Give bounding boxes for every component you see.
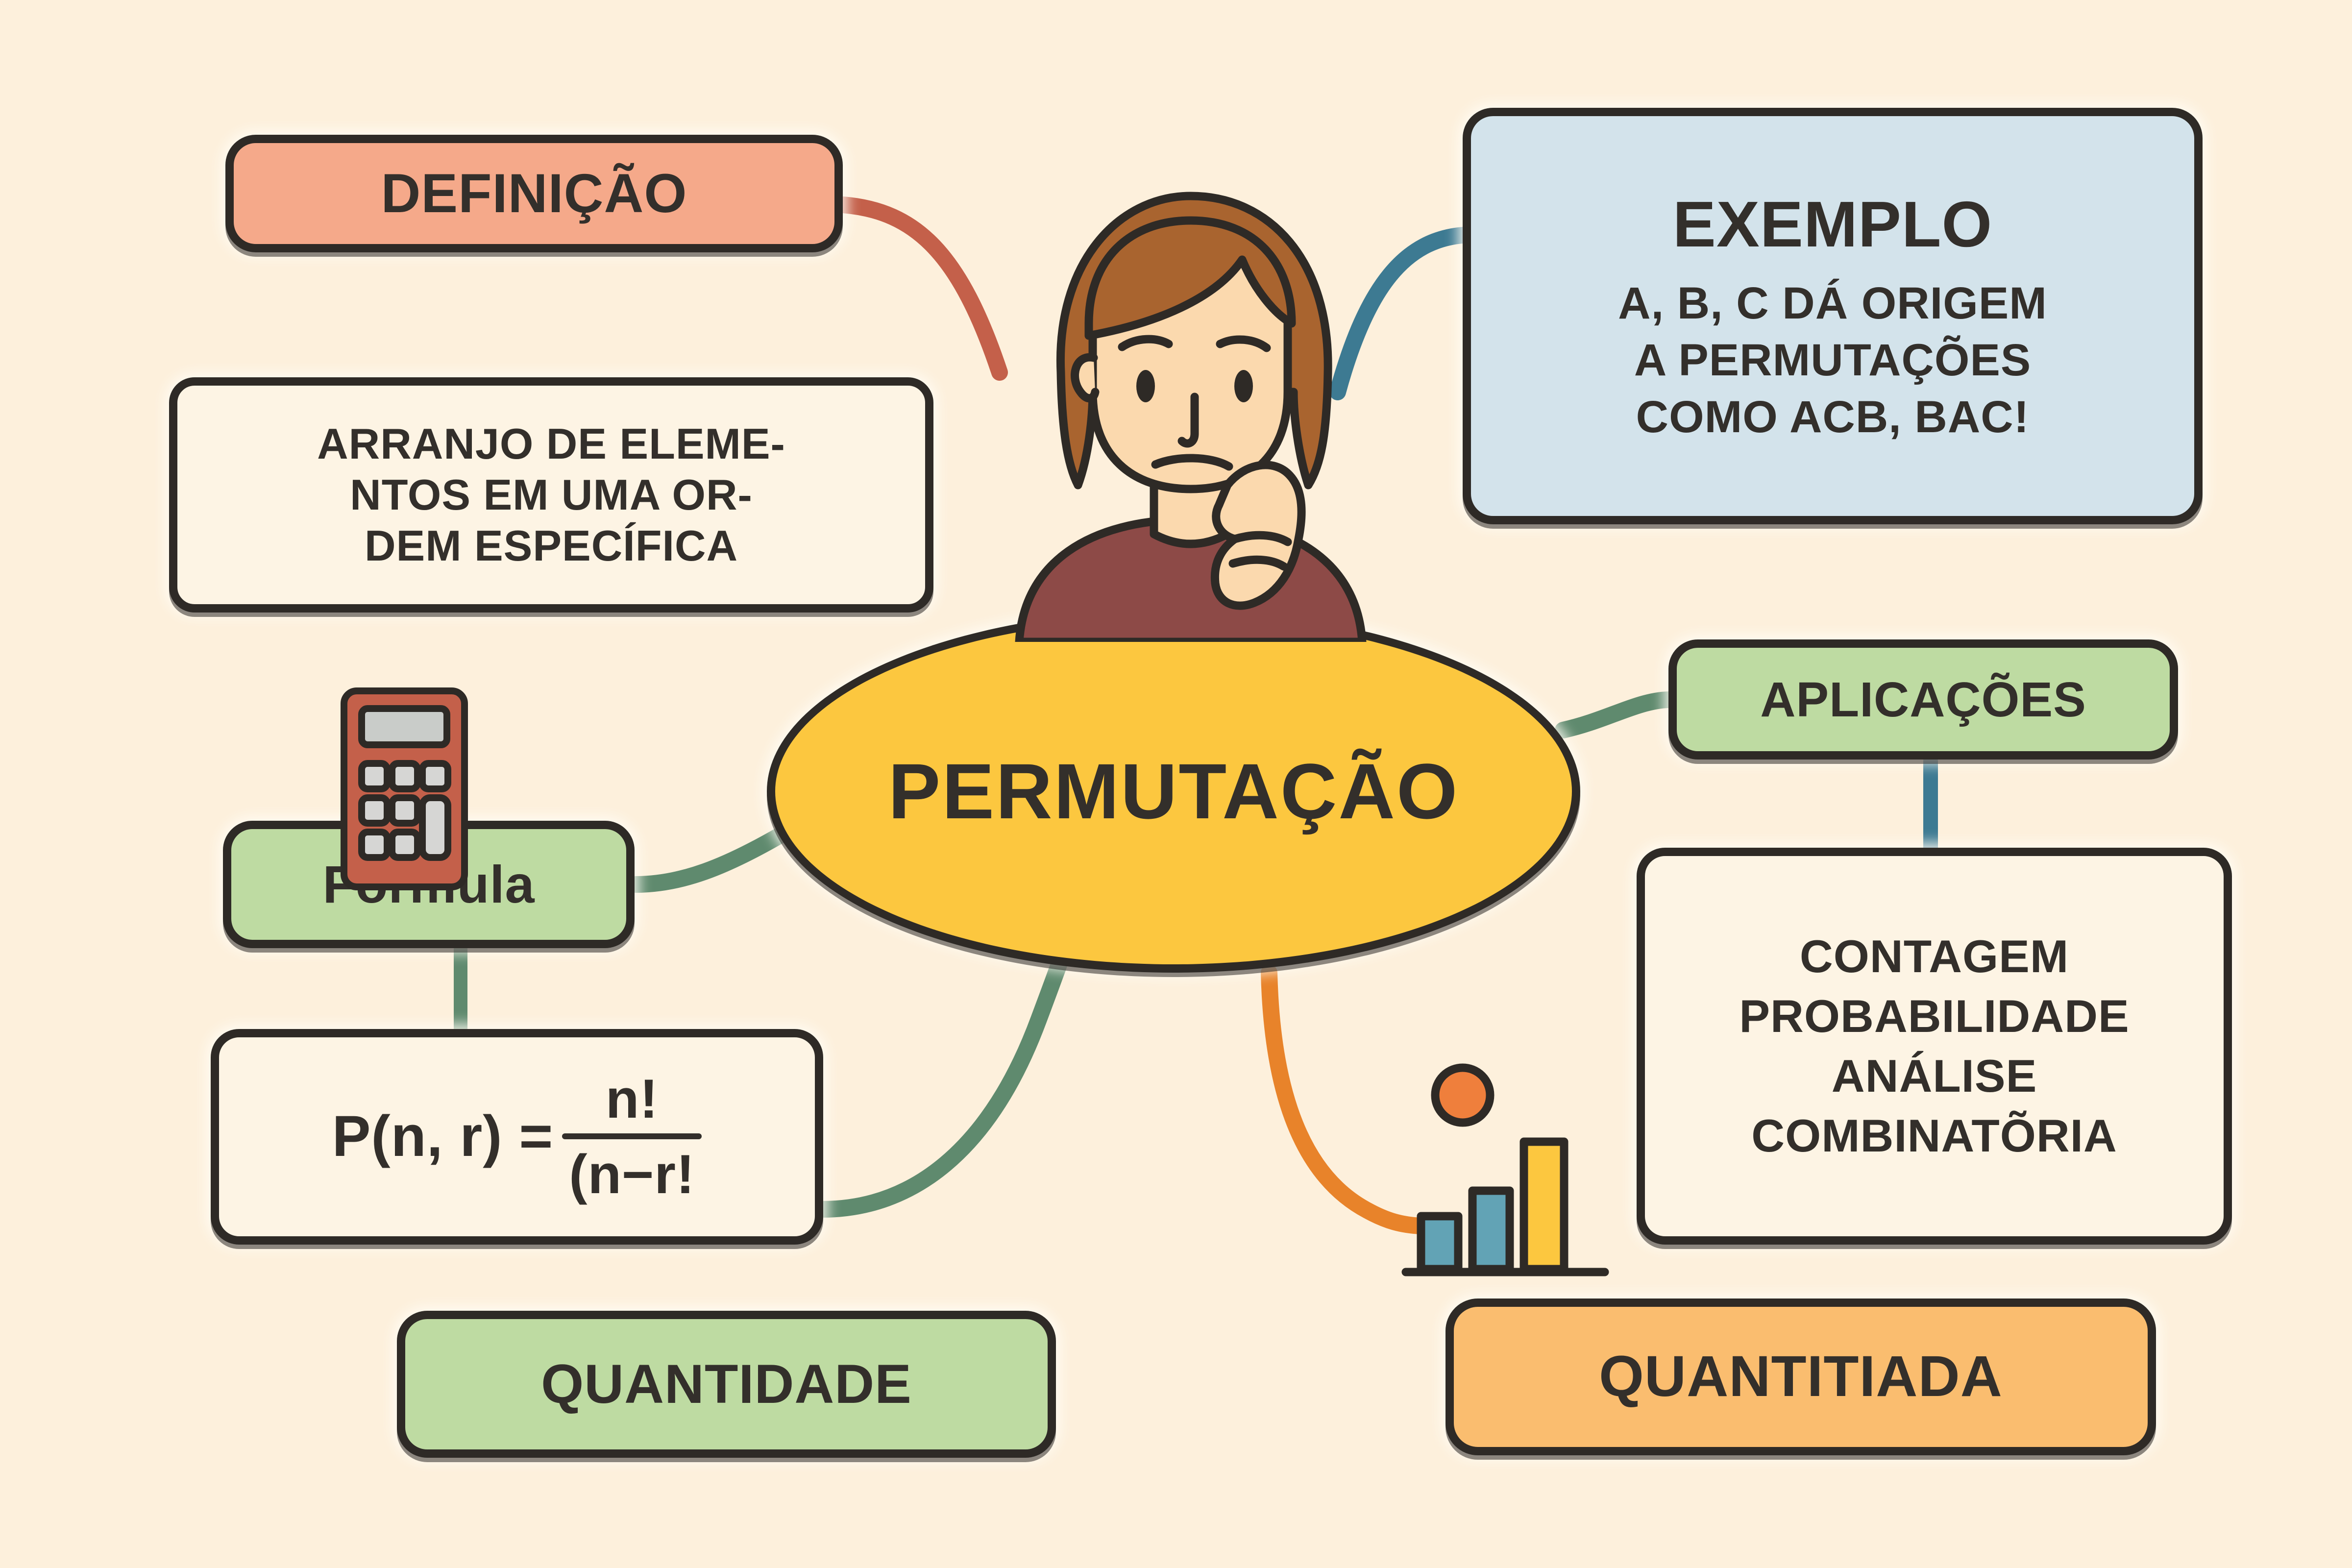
barchart-dot	[1431, 1063, 1494, 1127]
person-eyebrow-left	[1118, 335, 1173, 351]
calculator-key-7	[389, 829, 421, 861]
person-hair-front	[1084, 216, 1296, 340]
aplicacoes-item-3: ANÁLISE	[1831, 1050, 2037, 1102]
node-formula-expression[interactable]: P(n, r) = n! (n−r!	[211, 1029, 823, 1245]
central-label: PERMUTAÇÃO	[888, 747, 1459, 835]
aplicacoes-item-4: COMBINATÕRIA	[1751, 1110, 2117, 1162]
aplicacoes-item-2: PROBABILIDADE	[1739, 990, 2130, 1042]
person-finger-1	[1230, 531, 1292, 546]
node-aplicacoes-label: APLICAÇÕES	[1760, 672, 2086, 727]
connector-center-to-barchart	[1261, 964, 1429, 1234]
person-eye-left	[1136, 370, 1155, 402]
person-eye-right	[1234, 370, 1253, 402]
calculator-key-5	[389, 794, 421, 827]
definicao-line-2: NTOS EM UMA OR-	[350, 470, 753, 519]
person-finger-2	[1228, 555, 1288, 571]
node-quantitiada-label: QUANTITIADA	[1599, 1344, 2003, 1409]
fraction-bar	[562, 1133, 702, 1139]
calculator-key-1	[358, 760, 391, 792]
node-quantitiada[interactable]: QUANTITIADA	[1446, 1298, 2156, 1455]
person-mouth	[1151, 454, 1233, 471]
calculator-key-4	[358, 794, 391, 827]
person-nose	[1177, 392, 1199, 448]
exemplo-line-1: A, B, C DÁ ORIGEM	[1618, 278, 2047, 329]
formula-numerator: n!	[605, 1068, 659, 1129]
calculator-key-2	[389, 760, 421, 792]
bar-chart-icon	[1401, 1063, 1609, 1276]
node-definicao-label: DEFINIÇÃO	[381, 162, 687, 224]
node-definicao-description[interactable]: ARRANJO DE ELEME- NTOS EM UMA OR- DEM ES…	[169, 377, 933, 612]
thinking-woman-illustration	[1015, 192, 1367, 642]
node-central-permutacao[interactable]: PERMUTAÇÃO	[767, 610, 1580, 973]
definicao-line-1: ARRANJO DE ELEME-	[317, 419, 785, 468]
calculator-key-3	[419, 760, 451, 792]
node-quantidade-label: QUANTIDADE	[541, 1353, 912, 1415]
exemplo-line-2: A PERMUTAÇÕES	[1634, 335, 2032, 385]
node-exemplo[interactable]: EXEMPLO A, B, C DÁ ORIGEM A PERMUTAÇÕES …	[1463, 108, 2203, 524]
barchart-bar-1	[1417, 1212, 1463, 1274]
calculator-key-6	[358, 829, 391, 861]
person-ear	[1071, 353, 1100, 403]
aplicacoes-item-1: CONTAGEM	[1799, 930, 2069, 982]
person-eyebrow-right	[1216, 335, 1271, 352]
node-definicao[interactable]: DEFINIÇÃO	[225, 135, 843, 252]
formula-lhs: P(n, r) =	[332, 1104, 554, 1169]
definicao-line-3: DEM ESPECÍFICA	[364, 521, 738, 570]
barchart-bar-2	[1468, 1186, 1514, 1274]
calculator-key-enter	[419, 794, 451, 861]
connector-center-to-formula	[627, 825, 792, 893]
node-quantidade[interactable]: QUANTIDADE	[397, 1311, 1056, 1458]
node-aplicacoes-list[interactable]: CONTAGEM PROBABILIDADE ANÁLISE COMBINATÕ…	[1637, 848, 2232, 1245]
node-exemplo-title: EXEMPLO	[1672, 188, 1993, 261]
calculator-screen	[358, 705, 450, 748]
barchart-bar-3	[1519, 1137, 1568, 1274]
formula-denominator: (n−r!	[569, 1144, 695, 1205]
connector-center-to-aplicacoes	[1555, 691, 1677, 738]
exemplo-line-3: COMO ACB, BAC!	[1636, 392, 2030, 442]
node-aplicacoes[interactable]: APLICAÇÕES	[1668, 639, 2178, 760]
calculator-icon	[341, 687, 468, 890]
formula-fraction: n! (n−r!	[562, 1067, 702, 1207]
